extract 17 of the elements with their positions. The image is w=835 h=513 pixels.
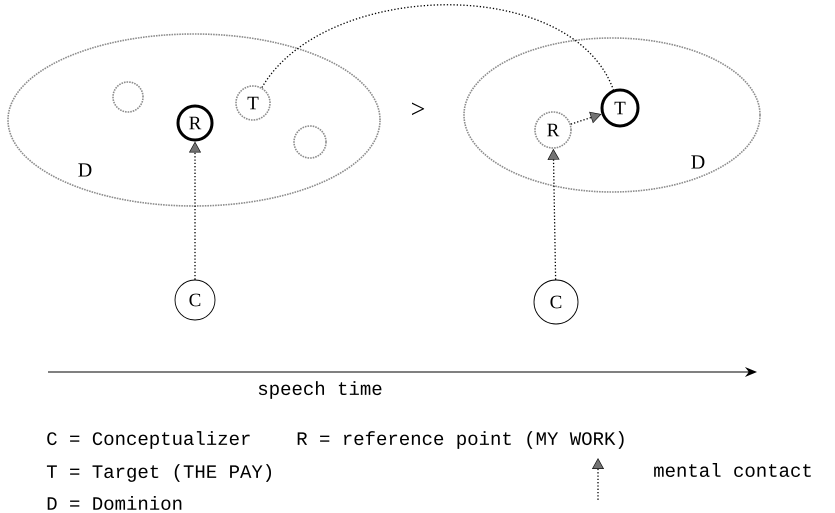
greater-than-sign: > bbox=[412, 102, 424, 116]
circle-node: T bbox=[235, 85, 271, 121]
circle-node: R bbox=[176, 104, 214, 142]
mental-contact-arrow bbox=[570, 112, 602, 125]
circle-node: C bbox=[174, 280, 216, 320]
key-text: D = Dominion bbox=[48, 496, 182, 510]
key-text: R = reference point (MY WORK) bbox=[298, 431, 624, 449]
axis-label: speech time bbox=[258, 381, 382, 399]
key-text: C = Conceptualizer bbox=[47, 431, 250, 449]
key-text: T = Target (THE PAY) bbox=[46, 464, 271, 482]
circle-node: R bbox=[534, 111, 572, 149]
circle-node bbox=[293, 125, 327, 159]
legend-text: mental contact bbox=[654, 463, 811, 477]
circle-node: C bbox=[534, 280, 578, 324]
circle-node: T bbox=[600, 88, 640, 128]
dotted-curve bbox=[261, 4, 614, 90]
circle-node bbox=[112, 81, 144, 113]
